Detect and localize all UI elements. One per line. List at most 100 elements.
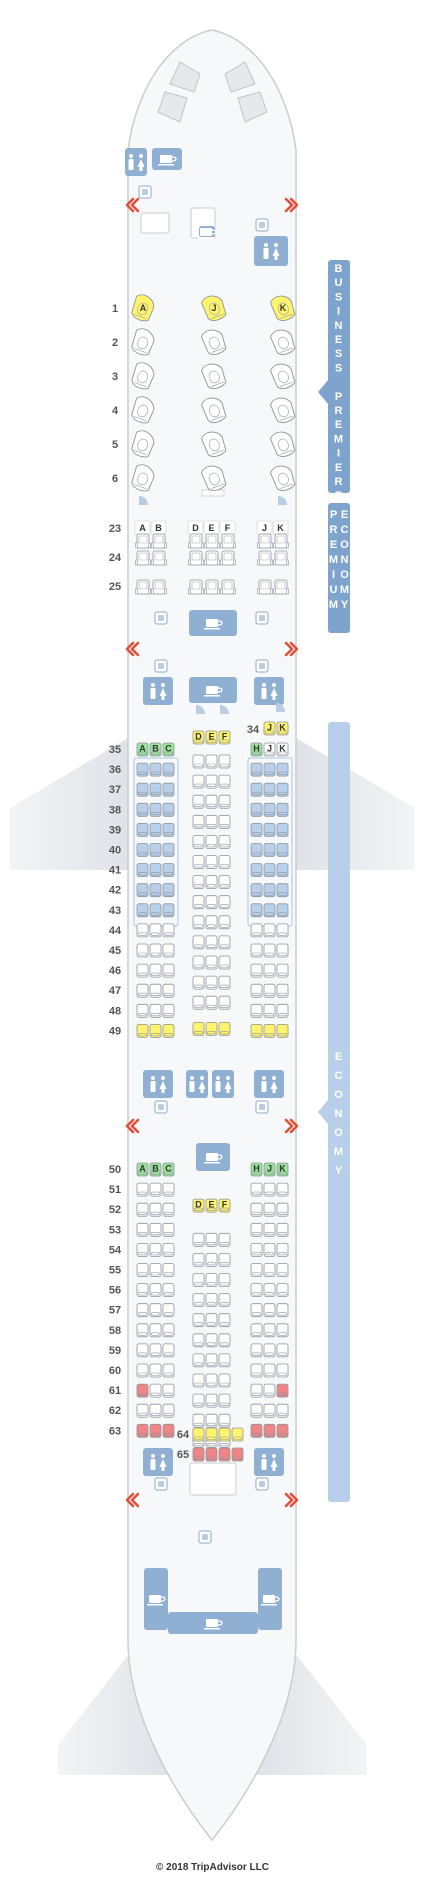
seat[interactable] bbox=[263, 943, 276, 958]
premium-seat[interactable] bbox=[273, 550, 289, 566]
seat[interactable] bbox=[276, 762, 289, 777]
seat[interactable] bbox=[136, 1323, 149, 1338]
seat[interactable] bbox=[250, 802, 263, 817]
seat[interactable] bbox=[162, 1303, 175, 1318]
seat[interactable] bbox=[205, 1232, 218, 1247]
seat[interactable] bbox=[136, 1003, 149, 1018]
seat[interactable] bbox=[218, 855, 231, 869]
seat[interactable] bbox=[250, 923, 263, 938]
premium-seat[interactable] bbox=[151, 533, 167, 549]
business-seat[interactable] bbox=[200, 327, 227, 357]
seat[interactable] bbox=[218, 1373, 231, 1388]
seat[interactable] bbox=[136, 1363, 149, 1378]
seat[interactable] bbox=[149, 823, 162, 837]
seat[interactable] bbox=[205, 1253, 218, 1267]
seat[interactable] bbox=[276, 1423, 289, 1438]
seat[interactable] bbox=[218, 995, 231, 1010]
seat-A[interactable]: A bbox=[136, 742, 149, 757]
business-seat[interactable] bbox=[129, 327, 156, 357]
seat[interactable] bbox=[149, 1363, 162, 1378]
seat[interactable] bbox=[218, 975, 231, 990]
seat[interactable] bbox=[276, 923, 289, 938]
seat[interactable] bbox=[276, 1403, 289, 1418]
business-seat[interactable] bbox=[129, 395, 156, 425]
seat[interactable] bbox=[136, 843, 149, 857]
seat[interactable] bbox=[205, 975, 218, 990]
seat[interactable] bbox=[250, 1243, 263, 1257]
premium-seat[interactable] bbox=[151, 579, 167, 595]
seat-H[interactable]: H bbox=[250, 742, 263, 757]
seat[interactable] bbox=[162, 1323, 175, 1338]
seat[interactable] bbox=[192, 935, 205, 950]
business-seat[interactable]: J bbox=[200, 293, 227, 323]
seat[interactable] bbox=[250, 1403, 263, 1418]
seat[interactable] bbox=[218, 754, 231, 769]
seat[interactable] bbox=[205, 1413, 218, 1428]
seat[interactable] bbox=[149, 1303, 162, 1318]
seat[interactable] bbox=[218, 1313, 231, 1328]
seat[interactable] bbox=[250, 762, 263, 777]
seat[interactable] bbox=[149, 1024, 162, 1038]
seat[interactable] bbox=[205, 835, 218, 849]
business-seat[interactable] bbox=[200, 361, 227, 391]
seat[interactable] bbox=[276, 823, 289, 837]
seat[interactable] bbox=[162, 823, 175, 837]
seat[interactable] bbox=[192, 1232, 205, 1247]
seat[interactable] bbox=[192, 1253, 205, 1267]
seat[interactable] bbox=[205, 995, 218, 1010]
seat-F[interactable]: F bbox=[218, 730, 231, 745]
seat[interactable] bbox=[149, 923, 162, 938]
seat[interactable] bbox=[162, 943, 175, 958]
seat-E[interactable]: E bbox=[205, 1198, 218, 1213]
seat[interactable] bbox=[149, 782, 162, 797]
seat[interactable] bbox=[162, 1363, 175, 1378]
seat[interactable] bbox=[263, 1303, 276, 1318]
seat[interactable] bbox=[162, 1003, 175, 1018]
seat[interactable] bbox=[218, 774, 231, 789]
premium-seat[interactable] bbox=[151, 550, 167, 566]
seat[interactable] bbox=[263, 1243, 276, 1257]
seat[interactable] bbox=[136, 823, 149, 837]
seat[interactable] bbox=[205, 754, 218, 769]
seat[interactable] bbox=[192, 1293, 205, 1307]
seat[interactable] bbox=[276, 1222, 289, 1237]
seat[interactable] bbox=[192, 1393, 205, 1408]
seat[interactable] bbox=[149, 1222, 162, 1237]
seat[interactable] bbox=[276, 1363, 289, 1378]
seat[interactable] bbox=[136, 863, 149, 877]
seat[interactable] bbox=[263, 883, 276, 898]
seat[interactable] bbox=[250, 1182, 263, 1197]
seat[interactable] bbox=[149, 762, 162, 777]
seat[interactable] bbox=[276, 782, 289, 797]
seat[interactable] bbox=[205, 1313, 218, 1328]
seat[interactable] bbox=[149, 943, 162, 958]
seat[interactable] bbox=[205, 1273, 218, 1287]
seat-K[interactable]: K bbox=[276, 1162, 289, 1177]
seat[interactable] bbox=[149, 1423, 162, 1438]
seat[interactable] bbox=[136, 1222, 149, 1237]
seat[interactable] bbox=[276, 1024, 289, 1038]
seat[interactable] bbox=[136, 1263, 149, 1277]
seat-J[interactable]: J bbox=[263, 742, 276, 757]
seat[interactable] bbox=[192, 1313, 205, 1328]
seat[interactable] bbox=[192, 955, 205, 970]
seat[interactable] bbox=[192, 1022, 205, 1036]
seat[interactable] bbox=[263, 1383, 276, 1398]
seat[interactable] bbox=[192, 1413, 205, 1428]
seat[interactable] bbox=[218, 1447, 231, 1462]
seat[interactable] bbox=[162, 1403, 175, 1418]
business-seat[interactable]: K bbox=[269, 293, 296, 323]
seat[interactable] bbox=[149, 963, 162, 978]
business-seat[interactable] bbox=[129, 361, 156, 391]
seat-K[interactable]: K bbox=[276, 721, 289, 736]
seat[interactable] bbox=[276, 1283, 289, 1297]
premium-seat[interactable] bbox=[188, 579, 204, 595]
seat[interactable] bbox=[250, 863, 263, 877]
business-seat[interactable] bbox=[269, 463, 296, 493]
business-seat[interactable] bbox=[200, 395, 227, 425]
seat[interactable] bbox=[205, 1373, 218, 1388]
seat[interactable] bbox=[218, 814, 231, 829]
seat[interactable] bbox=[162, 843, 175, 857]
seat[interactable] bbox=[250, 1024, 263, 1038]
seat[interactable] bbox=[192, 915, 205, 930]
